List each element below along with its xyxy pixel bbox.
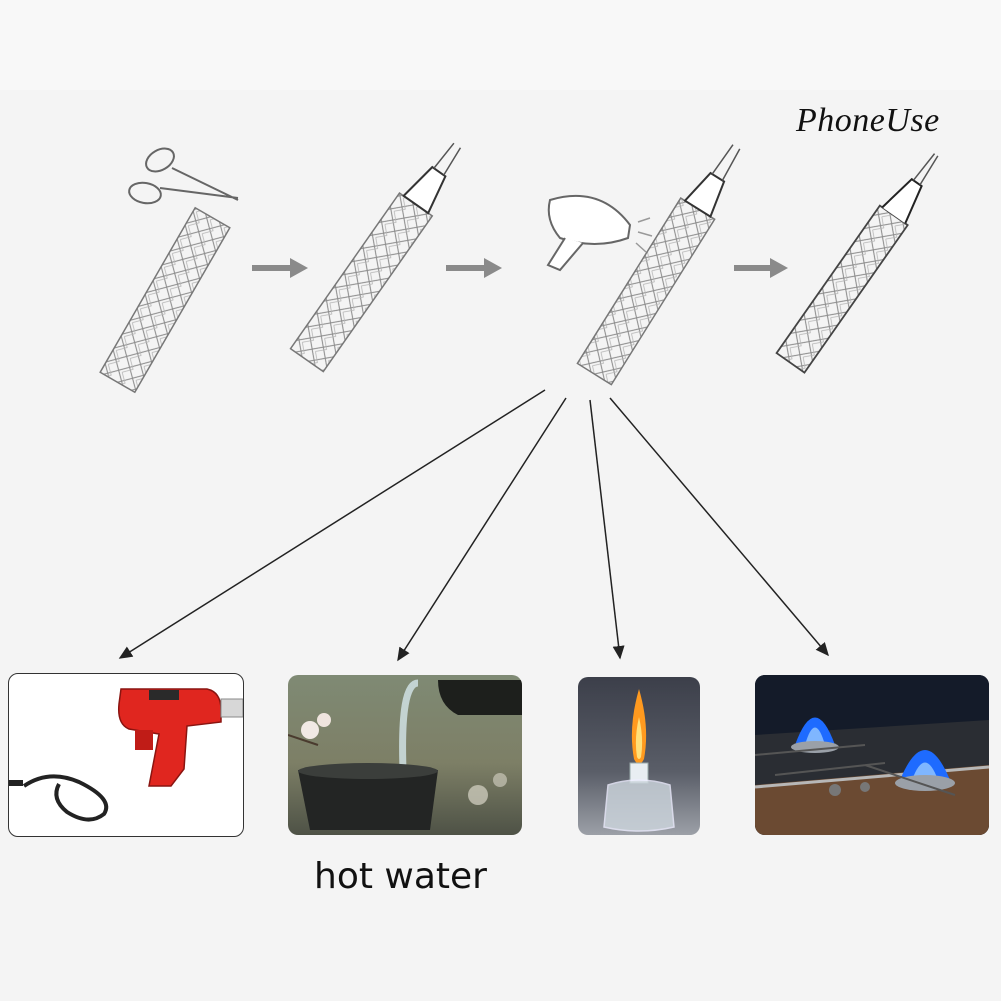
wrap-step (289, 142, 462, 373)
background-top (0, 0, 1001, 90)
alcohol-lamp-photo (578, 677, 700, 835)
watermark-text: PhoneUse (796, 102, 940, 139)
hot-water-caption: hot water (314, 856, 487, 897)
finished-step (775, 153, 939, 374)
handle-sleeve-icon (576, 144, 741, 386)
scissors-icon (128, 147, 239, 205)
gas-stove-icon (755, 675, 989, 835)
alcohol-lamp-icon (603, 689, 675, 832)
gas-stove-photo (755, 675, 989, 835)
hair-dryer-icon (546, 194, 653, 272)
heat-gun-icon (9, 688, 243, 822)
sleeve-cut-icon (99, 206, 231, 394)
shrunk-handle-icon (775, 153, 939, 374)
kettle-pouring-icon (288, 679, 522, 830)
heat-step (546, 144, 741, 386)
handle-sleeve-icon (289, 142, 462, 373)
hot-water-photo (288, 675, 522, 835)
heat-source-arrows (118, 389, 829, 662)
heat-gun-photo (8, 673, 244, 837)
cut-step (99, 147, 239, 394)
